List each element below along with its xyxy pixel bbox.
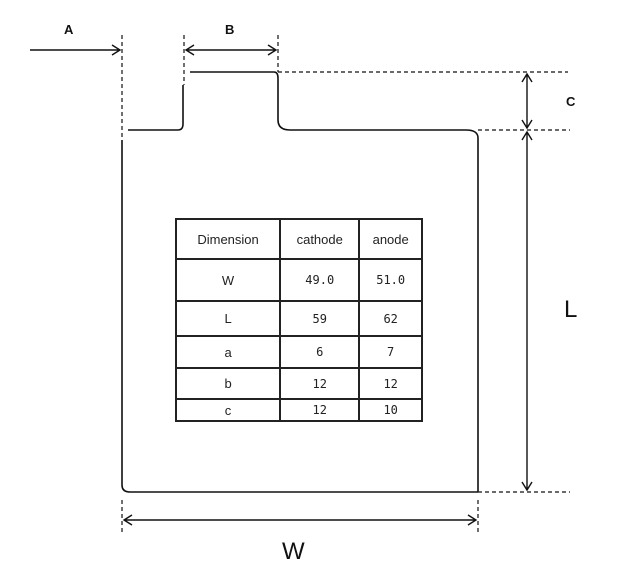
- cathode-cell: 59: [279, 300, 361, 337]
- dimension-cell: L: [174, 300, 282, 337]
- table-row: a 6 7: [174, 335, 423, 369]
- label-a: A: [64, 22, 74, 37]
- table-header-row: Dimension cathode anode: [174, 218, 423, 260]
- dimension-cell: c: [174, 398, 282, 422]
- label-b: B: [225, 22, 235, 37]
- table-row: W 49.0 51.0: [174, 258, 423, 302]
- anode-cell: 51.0: [358, 258, 423, 302]
- anode-cell: 10: [358, 398, 423, 422]
- anode-cell: 12: [358, 367, 423, 400]
- dimension-cell: b: [174, 367, 282, 400]
- dimension-table: Dimension cathode anode W 49.0 51.0 L 59…: [174, 218, 423, 422]
- label-l: L: [564, 296, 578, 323]
- dimension-cell: a: [174, 335, 282, 369]
- cathode-cell: 6: [279, 335, 361, 369]
- header-cell: anode: [358, 218, 423, 260]
- anode-cell: 7: [358, 335, 423, 369]
- label-w: W: [282, 538, 305, 565]
- dashed-guides: [121, 35, 570, 535]
- anode-cell: 62: [358, 300, 423, 337]
- cathode-cell: 12: [279, 398, 361, 422]
- header-cell: Dimension: [174, 218, 282, 260]
- cathode-cell: 12: [279, 367, 361, 400]
- header-cell: cathode: [279, 218, 361, 260]
- label-c: C: [566, 94, 576, 109]
- table-row: L 59 62: [174, 300, 423, 337]
- dimension-arrows: [30, 44, 533, 526]
- table-row: c 12 10: [174, 398, 423, 422]
- cathode-cell: 49.0: [279, 258, 361, 302]
- dimension-cell: W: [174, 258, 282, 302]
- electrode-outline: [121, 71, 479, 493]
- table-row: b 12 12: [174, 367, 423, 400]
